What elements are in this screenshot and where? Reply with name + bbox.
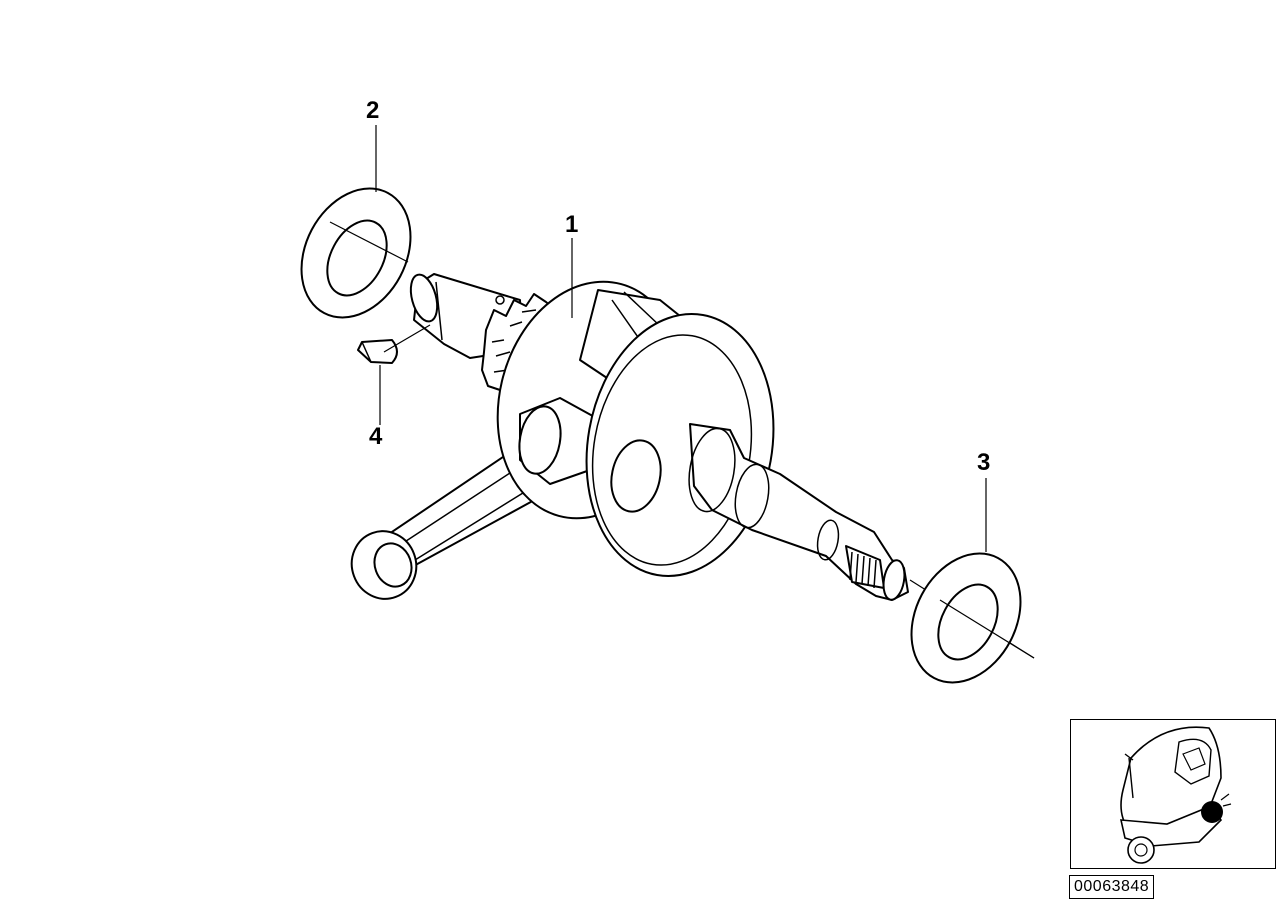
washer-part-2[interactable] bbox=[280, 169, 432, 336]
reference-thumbnail bbox=[1070, 719, 1276, 869]
callout-4: 4 bbox=[369, 423, 383, 450]
centerline-left bbox=[329, 221, 409, 263]
washer-part-3[interactable] bbox=[890, 534, 1042, 701]
scooter-locator-icon bbox=[1119, 726, 1232, 864]
crankshaft-part-1[interactable] bbox=[342, 261, 909, 608]
callout-2: 2 bbox=[366, 97, 379, 124]
woodruff-key-part-4[interactable] bbox=[357, 339, 398, 364]
leader-line-4b bbox=[383, 324, 431, 353]
callout-1: 1 bbox=[565, 211, 578, 238]
callout-3: 3 bbox=[977, 449, 990, 476]
diagram-reference-number: 00063848 bbox=[1069, 875, 1155, 899]
